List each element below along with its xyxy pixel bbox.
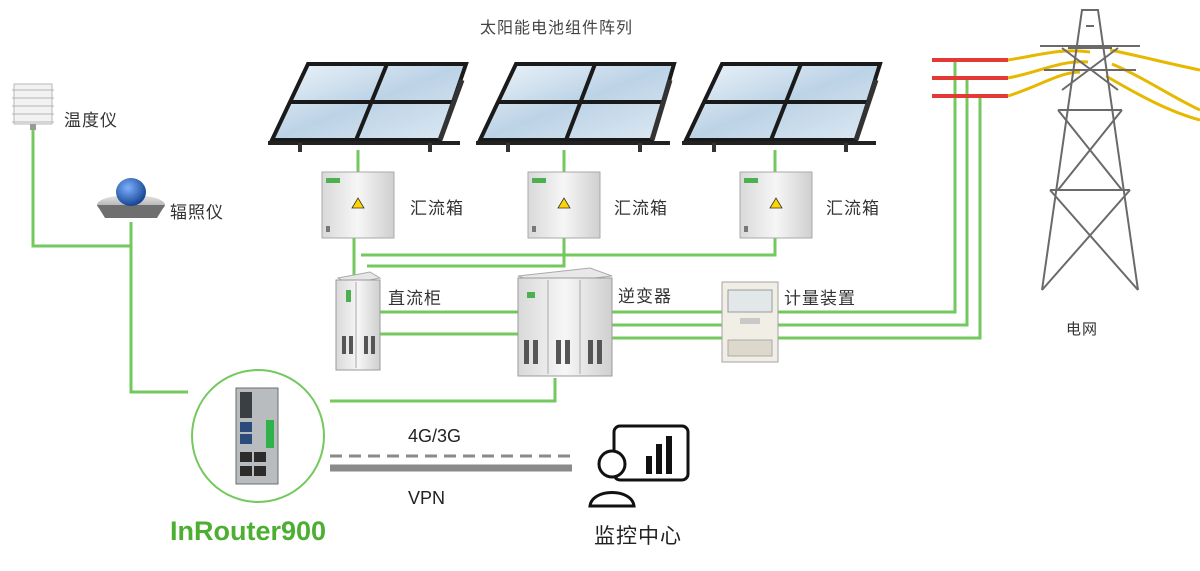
- combiner-box-2-label: 汇流箱: [614, 199, 668, 219]
- combiner-bus-wire: [361, 238, 777, 257]
- solar-array-1: [268, 62, 469, 152]
- inverter-router-wire: [330, 378, 557, 403]
- combiner-box-1-icon: [321, 171, 395, 239]
- grid-connection-bars: [932, 58, 1008, 98]
- thermometer-label: 温度仪: [64, 111, 118, 131]
- inverter-label: 逆变器: [618, 287, 672, 307]
- sensor-trunk-wire: [129, 222, 188, 394]
- metering-label: 计量装置: [784, 289, 856, 309]
- meter-grid-wire-2: [778, 78, 969, 327]
- thermometer-icon: [12, 83, 54, 130]
- green-wiring: [31, 60, 982, 403]
- meter-grid-wire-3: [778, 96, 982, 340]
- combiner-box-3-icon: [739, 171, 813, 239]
- monitoring-center-label: 监控中心: [594, 524, 682, 548]
- pyranometer-icon: [97, 178, 165, 218]
- array-title: 太阳能电池组件阵列: [480, 18, 634, 37]
- router-icon: [191, 369, 325, 503]
- power-tower-icon: [1040, 9, 1140, 291]
- monitoring-center-icon: [588, 424, 690, 508]
- combiner2-wire: [367, 238, 566, 268]
- meter-icon: [721, 281, 779, 363]
- pyranometer-label: 辐照仪: [170, 203, 224, 223]
- network-4g-label: 4G/3G: [408, 426, 462, 446]
- meter-grid-wire-1: [778, 60, 957, 314]
- grid-label: 电网: [1066, 320, 1099, 338]
- dc-cabinet-icon: [335, 271, 382, 371]
- solar-array-2: [476, 62, 677, 152]
- solar-array-3: [682, 62, 883, 152]
- combiner-box-3-label: 汇流箱: [826, 199, 880, 219]
- inverter-icon: [517, 267, 613, 377]
- network-vpn-label: VPN: [408, 488, 446, 508]
- combiner-box-2-icon: [527, 171, 601, 239]
- network-link: [330, 454, 572, 472]
- thermometer-wire: [31, 128, 131, 248]
- router-name: InRouter900: [170, 516, 327, 546]
- combiner-box-1-label: 汇流箱: [410, 199, 464, 219]
- dc-cabinet-label: 直流柜: [388, 289, 442, 309]
